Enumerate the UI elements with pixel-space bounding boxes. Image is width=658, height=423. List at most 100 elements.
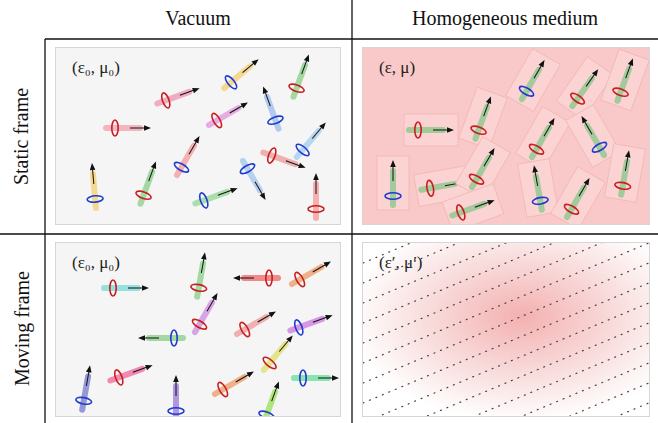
dipole-axis [312,126,322,138]
grid-line [351,0,352,423]
dipole-axis [279,339,289,351]
current-loop [415,122,421,138]
flow-line [363,382,650,417]
arrow-head [304,53,312,61]
dipole [518,159,559,218]
arrow-head [251,57,260,66]
arrow-head [268,309,277,317]
dipole-axis [586,73,595,86]
dipole [506,49,561,112]
arrow-head [230,186,238,194]
dipole-axis [207,297,215,311]
dipole [211,365,258,401]
arrow-head [579,115,587,124]
current-loop [294,142,310,157]
medium-panel: (ε₀, μ₀) [55,47,341,225]
dipole-cell [601,49,650,111]
row-header: Moving frame [11,271,34,386]
dipole [256,379,286,417]
flow-line [363,243,650,343]
arrow-head [325,313,333,321]
current-loop [173,160,190,174]
current-loop [293,271,307,288]
dipole-axis [128,288,144,289]
current-loop [216,381,230,398]
current-loop [612,86,629,97]
dipole [551,167,606,225]
arrow-head [246,369,255,377]
dipole-axis [255,182,263,196]
arrow-head [549,117,557,126]
current-loop [258,409,275,417]
current-loop [468,172,485,186]
arrow-head [142,285,149,291]
dipole-axis [92,168,93,184]
flow-line [363,362,650,417]
flow-line [363,322,650,417]
arrow-head [487,198,495,206]
current-loop [168,408,184,414]
arrow-head [625,150,632,158]
arrow-head [194,135,202,144]
current-loop [171,330,177,346]
dipole [404,114,458,146]
dipole-axis [484,152,492,166]
dipole-cell [551,167,606,225]
current-loop [261,355,277,370]
arrow-head [86,365,93,373]
arrow-head [173,375,179,382]
dipole [219,53,264,94]
current-loop [308,206,324,212]
dipole-cell [404,114,458,146]
arrow-head [260,192,268,201]
dipole [104,280,149,296]
dipole [205,96,252,132]
current-loop [238,321,252,338]
arrow-head [489,147,497,156]
dipole [256,84,286,132]
current-loop [113,369,124,386]
arrow-head [539,59,547,68]
dipole [155,81,203,111]
current-loop [87,195,103,203]
material-parameters: (ε₀, μ₀) [72,253,120,273]
dipole-axis [258,314,272,322]
current-loop [293,319,304,336]
dipole-axis [218,190,233,195]
arrow-head [274,380,282,388]
medium-gradient [363,243,650,417]
current-loop [300,370,306,386]
material-parameters: (ε₀, μ₀) [72,58,120,78]
dipole [294,370,339,386]
current-loop [198,192,209,209]
flow-line [363,243,650,363]
dipole-axis [475,202,490,207]
flow-line [363,282,650,403]
material-parameters: (ε′, μ′) [379,253,423,273]
grid-line [44,39,45,423]
dipole-axis [286,161,301,166]
dipole-cell [518,159,559,218]
dipole-axis [318,378,334,379]
arrow-head [313,173,319,180]
current-loop [112,120,118,136]
dipole [168,375,184,417]
current-loop [239,162,256,176]
dipole-axis [535,170,538,186]
arrow-head [531,165,538,173]
current-loop [470,124,487,135]
dipole-axis [579,182,587,196]
current-loop [288,82,305,93]
dipole [236,157,272,204]
flow-line [363,243,650,303]
dipole [288,308,336,338]
flow-line [363,262,650,383]
dipole-axis [393,165,394,181]
column-header: Vacuum [165,7,231,30]
current-loop [569,91,586,105]
arrow-head [151,160,159,168]
arrow-head [628,57,636,65]
arrow-head [584,177,592,186]
current-loop [210,112,224,129]
current-loop [267,114,284,125]
